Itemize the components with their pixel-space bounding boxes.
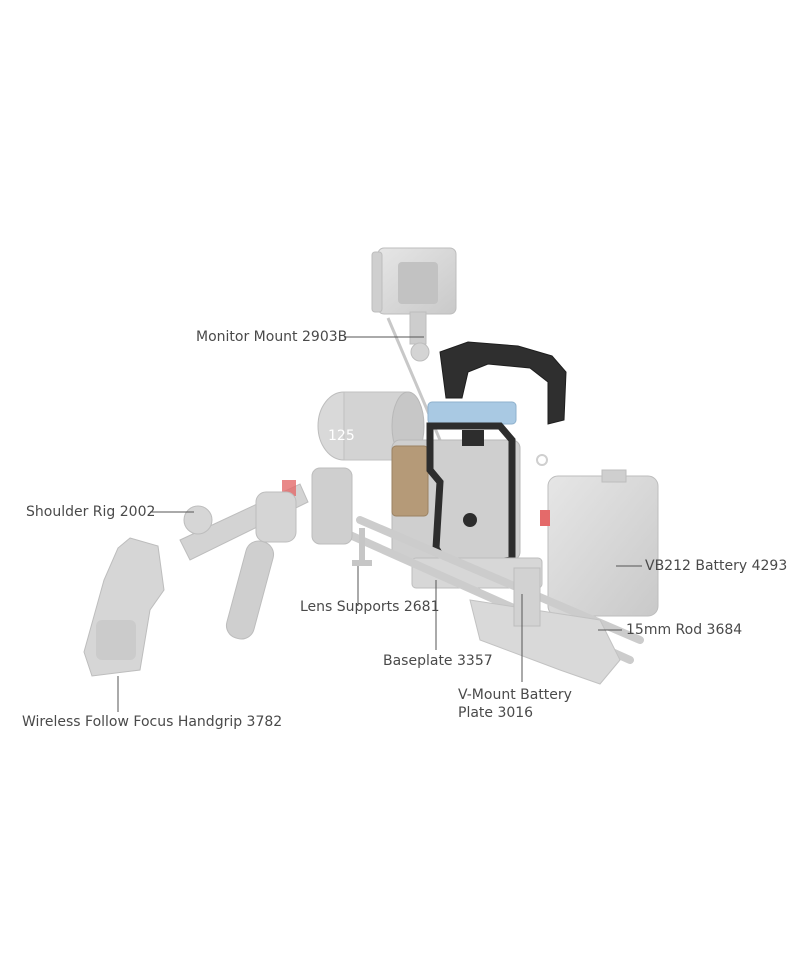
label-vmount-plate-line2: Plate 3016 [458, 705, 534, 721]
label-monitor-mount: Monitor Mount 2903B [196, 329, 348, 345]
label-baseplate: Baseplate 3357 [383, 653, 493, 669]
label-follow-focus-handgrip: Wireless Follow Focus Handgrip 3782 [22, 714, 283, 730]
top-handle-part [439, 341, 567, 425]
label-15mm-rod: 15mm Rod 3684 [626, 622, 743, 638]
battery-part [540, 469, 659, 617]
label-shoulder-rig: Shoulder Rig 2002 [26, 504, 156, 520]
handgrip-part [83, 537, 165, 677]
leader-lines [117, 336, 642, 712]
label-vmount-plate: V-Mount Battery Plate 3016 [458, 686, 588, 722]
lens-support-part [311, 467, 372, 566]
label-lens-supports: Lens Supports 2681 [300, 599, 440, 615]
ssd-part [427, 401, 517, 425]
label-vmount-plate-line1: V-Mount Battery [458, 687, 572, 703]
shoulder-rig-part [179, 480, 309, 640]
camera-cage-part [391, 422, 548, 572]
monitor-part [371, 247, 457, 345]
baseplate-rods-part [346, 516, 644, 685]
lens-marking: 125 [328, 428, 355, 444]
label-vb212-battery: VB212 Battery 4293 [645, 558, 788, 574]
